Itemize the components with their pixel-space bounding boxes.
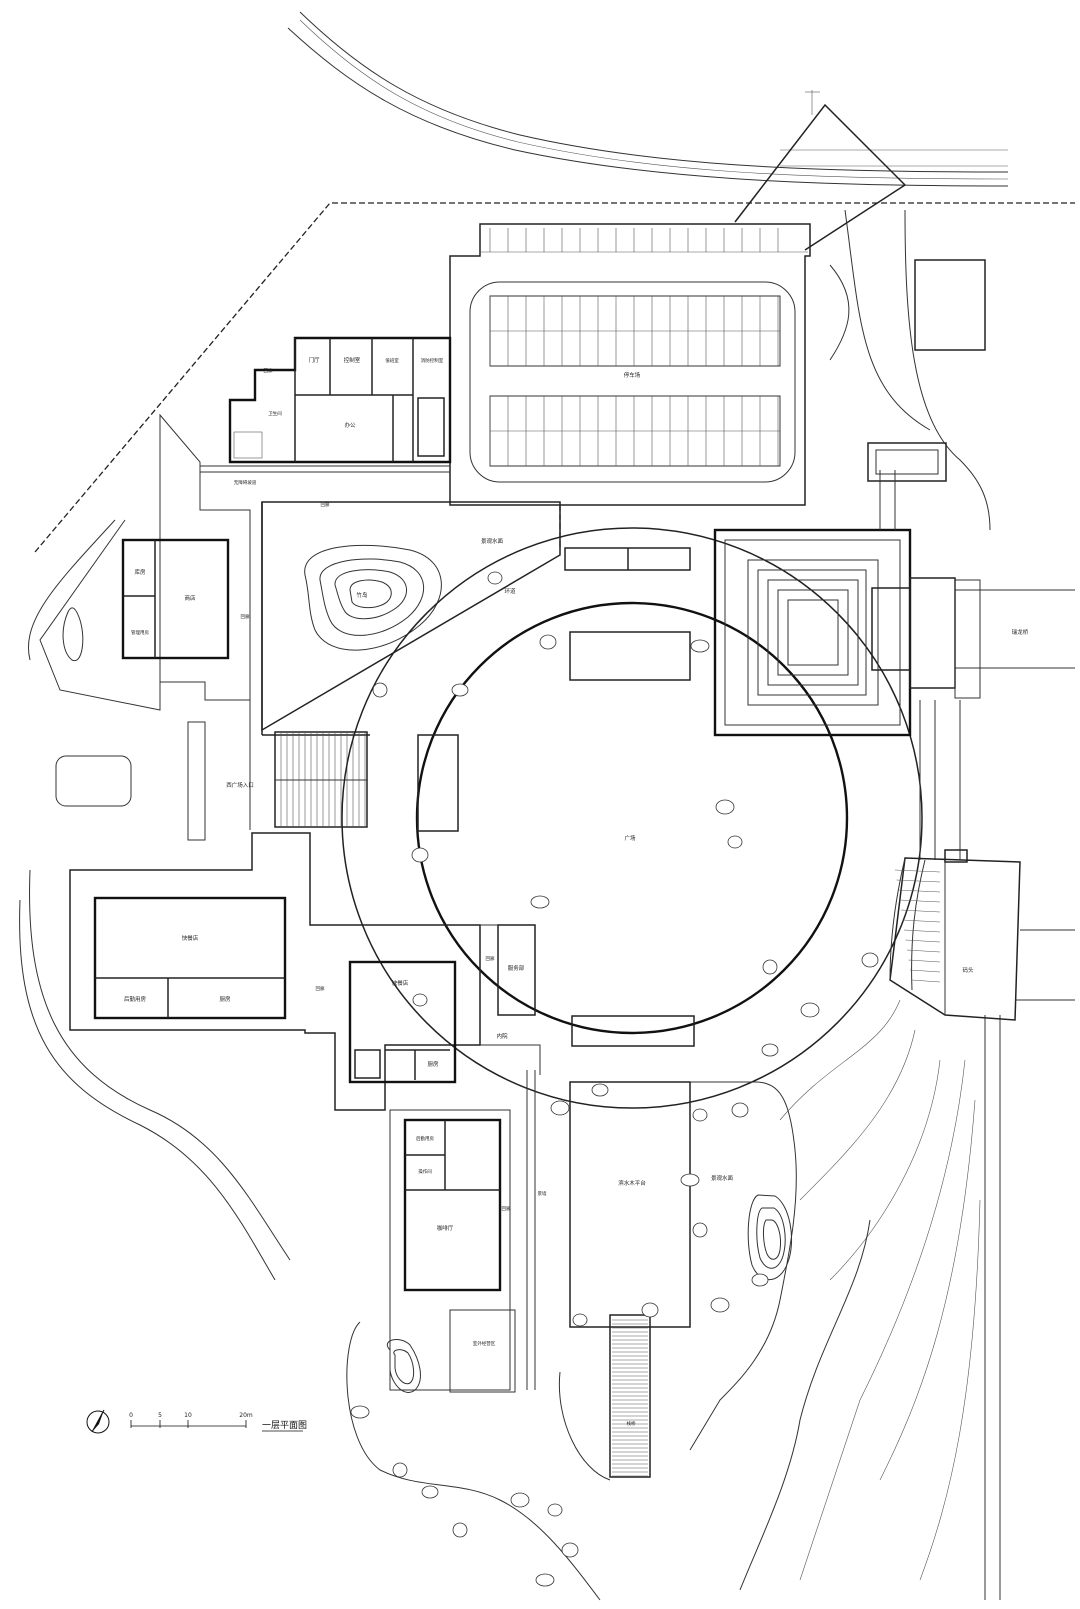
- scale-tick-5: 5: [158, 1412, 162, 1419]
- parking-structure: [449, 223, 811, 506]
- label-pier: 栈桥: [627, 1420, 636, 1427]
- scale-tick-10: 10: [184, 1412, 192, 1419]
- label-landscape-water-s: 景观水面: [711, 1174, 734, 1182]
- label-plaza: 广场: [624, 834, 636, 842]
- ring-path: [341, 527, 923, 1109]
- parking-stripes: [489, 228, 780, 466]
- label-kitchen2: 厨房: [427, 1060, 439, 1068]
- pier: [609, 1314, 651, 1478]
- label-lobby: 门厅: [308, 356, 320, 364]
- label-corridor-cafe: 回廊: [502, 1205, 511, 1212]
- label-mgmt-room: 管理用房: [131, 629, 149, 636]
- sw-fastfood-block: [19, 832, 481, 1281]
- west-edge: [28, 519, 251, 841]
- label-corridor-n: 回廊: [264, 367, 273, 374]
- east-paths: [919, 700, 1001, 1600]
- label-corridor-s: 回廊: [316, 985, 325, 992]
- ne-structures: [829, 209, 991, 531]
- label-landscape-water-n: 景观水面: [481, 537, 504, 545]
- label-office: 办公: [344, 421, 356, 429]
- label-bridge: 瑞龙桥: [1012, 628, 1029, 636]
- label-control-room: 控制室: [344, 356, 361, 364]
- north-arrow-icon: [86, 1409, 110, 1434]
- pier-planks: [612, 1319, 648, 1477]
- sw-garden: [346, 1194, 793, 1601]
- label-corridor-gallery: 回廊: [321, 501, 330, 508]
- label-corridor-e: 回廊: [486, 955, 495, 962]
- scale-tick-0: 0: [129, 1412, 133, 1419]
- label-waterfront-deck: 滨水木平台: [618, 1179, 646, 1187]
- fastfood2-block: [348, 960, 457, 1084]
- label-corridor-w: 回廊: [241, 613, 250, 620]
- label-operation: 操作间: [418, 1168, 432, 1175]
- label-duty-room: 值班室: [385, 357, 399, 364]
- label-dock: 码头: [962, 966, 974, 974]
- label-west-entrance: 西广场入口: [226, 781, 254, 789]
- label-service: 服务部: [508, 964, 525, 972]
- label-fastfood2: 快餐店: [392, 979, 409, 987]
- label-kitchen1: 厨房: [219, 995, 231, 1003]
- label-restroom: 卫生间: [268, 410, 282, 417]
- east-river-banks: [739, 999, 981, 1591]
- label-ring-path: 环道: [504, 587, 516, 595]
- service-block: [480, 924, 541, 1390]
- east-pavilion: [713, 528, 1075, 737]
- north-court-steps: [564, 547, 691, 571]
- labels: 停车场 门厅 控制室 值班室 消防控制室 办公 卫生间 回廊 无障碍坡道 回廊 …: [124, 356, 1029, 1427]
- label-security: 消防控制室: [421, 357, 444, 364]
- cafe-block: [389, 1109, 516, 1393]
- dock: [889, 849, 1075, 1021]
- label-store: 商店: [184, 594, 196, 602]
- label-cafe: 咖啡厅: [437, 1224, 454, 1232]
- dock-treads: [894, 869, 941, 983]
- label-stairs: 景墙: [538, 1190, 547, 1197]
- gallery-court: [261, 501, 561, 736]
- north-road: [287, 11, 1009, 187]
- label-back-kitchen1: 后勤用房: [124, 995, 147, 1003]
- label-bike: 无障碍坡道: [234, 479, 257, 486]
- label-warehouse: 库房: [134, 568, 146, 576]
- label-parking: 停车场: [624, 371, 641, 379]
- label-fastfood1: 快餐店: [182, 934, 199, 942]
- label-back-room2: 后勤用房: [416, 1135, 434, 1142]
- drawing-title: 一层平面图: [262, 1420, 307, 1431]
- label-courtyard: 内院: [496, 1032, 508, 1040]
- west-steps-treads: [275, 732, 367, 827]
- site-boundary: [34, 202, 1075, 553]
- scale-tick-20: 20m: [239, 1412, 253, 1419]
- label-outdoor-area: 室外经营区: [473, 1340, 496, 1347]
- office-block: [200, 336, 452, 473]
- trees: [350, 571, 879, 1587]
- entry-canopy: [734, 90, 907, 251]
- scale-bar: 0 5 10 20m 一层平面图: [129, 1412, 307, 1432]
- label-bamboo-island: 竹岛: [356, 591, 368, 599]
